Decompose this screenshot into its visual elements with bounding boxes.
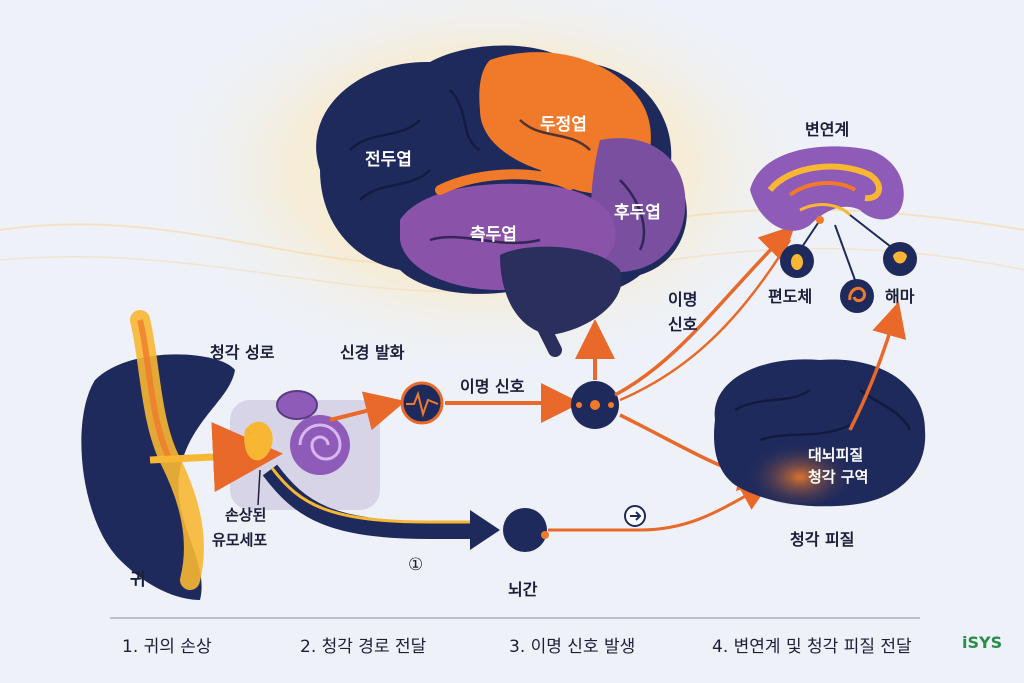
nerve-arrowhead (470, 510, 500, 550)
cortex-illustration (714, 359, 926, 507)
cortex-label-2: 청각 구역 (808, 468, 868, 486)
firing-arrow (329, 391, 406, 431)
step-3: 3. 이명 신호 발생 (509, 637, 635, 657)
hippocampus-label: 해마 (885, 287, 915, 306)
step-1: 1. 귀의 손상 (122, 637, 212, 657)
step-2: 2. 청각 경로 전달 (300, 637, 427, 657)
brand-logo: iSYS (962, 633, 1002, 652)
auditory-nerve (262, 464, 478, 539)
brainstem-label: 뇌간 (508, 580, 538, 599)
parietal-lobe-label: 두정엽 (540, 115, 587, 135)
frontal-lobe-label: 전두엽 (365, 150, 412, 170)
limbic-system-label: 변연계 (805, 120, 849, 139)
signal-icon (400, 381, 444, 425)
limbic-illustration (750, 146, 904, 231)
damaged-cells-label-2: 유모세포 (212, 531, 267, 549)
tinnitus-signal-label: 이명 신호 (460, 377, 525, 396)
step-4: 4. 변연계 및 청각 피질 전달 (712, 637, 912, 657)
step-marker: ① (408, 555, 423, 575)
auditory-nerve-highlight (270, 467, 472, 524)
cortex-to-hippocampus-arrow (848, 301, 907, 431)
tinnitus-signal-v1: 이명 (668, 290, 697, 309)
pointer-line (257, 469, 261, 506)
brain-illustration (316, 45, 687, 357)
ossicles (244, 421, 273, 461)
brainstem-node (503, 508, 547, 552)
ear-label: 귀 (130, 570, 146, 590)
auditory-pathway-label: 청각 성로 (210, 343, 275, 362)
auditory-cortex-label: 청각 피질 (790, 530, 854, 549)
amygdala-label: 편도체 (768, 287, 812, 306)
tinnitus-signal-v2: 신호 (668, 315, 698, 334)
hippocampus-icon (840, 279, 874, 313)
nerve-firing-label: 신경 발화 (340, 343, 405, 362)
occipital-lobe-label: 후두엽 (614, 202, 661, 223)
temporal-lobe-label: 측두엽 (470, 225, 517, 245)
brainstem-cortex-arrow (548, 482, 771, 532)
cortex-label-1: 대뇌피질 (808, 446, 863, 464)
damaged-cells-label: 손상된 (225, 506, 266, 524)
to-limbic-arrow (614, 225, 795, 397)
ear-illustration (81, 310, 380, 600)
